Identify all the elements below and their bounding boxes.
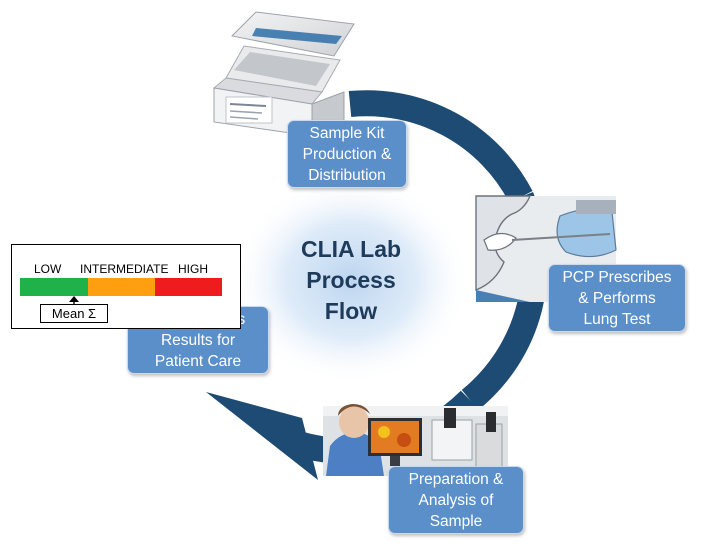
step-sample-analysis: Preparation & Analysis of Sample [388, 466, 524, 534]
risk-scale-panel: LOW INTERMEDIATE HIGH Mean Σ [11, 244, 241, 329]
center-title: CLIA Lab Process Flow [246, 205, 456, 355]
step-sample-analysis-line: Preparation & [408, 470, 504, 488]
risk-scale-high-label: HIGH [178, 262, 208, 276]
step-sample-analysis-line: Sample [429, 512, 483, 530]
step-lung-test-line: PCP Prescribes [562, 268, 672, 286]
step-lung-test-line: & Performs [578, 289, 656, 307]
step-sample-analysis-line: Analysis of [418, 491, 494, 509]
risk-scale-low-segment [20, 278, 88, 296]
step-results-review-line: Results for [160, 331, 236, 349]
center-title-line-3: Flow [324, 297, 378, 324]
center-title-line-1: CLIA Lab [300, 235, 402, 262]
cycle-arrowhead [206, 392, 318, 480]
mean-marker-label: Mean Σ [40, 304, 108, 323]
risk-scale-intermediate-segment [88, 278, 155, 296]
step-sample-kit-line: Sample Kit [309, 124, 385, 142]
step-results-review-line: Patient Care [154, 352, 242, 370]
lab-analysis-photo [323, 404, 508, 476]
center-title-line-2: Process [306, 266, 396, 293]
risk-scale-low-label: LOW [34, 262, 62, 276]
risk-scale-intermediate-label: INTERMEDIATE [80, 262, 169, 276]
step-sample-kit-line: Production & [302, 145, 392, 163]
step-sample-kit: Sample Kit Production & Distribution [287, 120, 407, 188]
step-lung-test-line: Lung Test [583, 310, 651, 328]
center-glow [231, 175, 471, 385]
step-sample-kit-line: Distribution [308, 166, 386, 184]
sample-kit-illustration [212, 11, 355, 137]
risk-scale-high-segment [155, 278, 222, 296]
step-lung-test: PCP Prescribes & Performs Lung Test [548, 264, 686, 332]
